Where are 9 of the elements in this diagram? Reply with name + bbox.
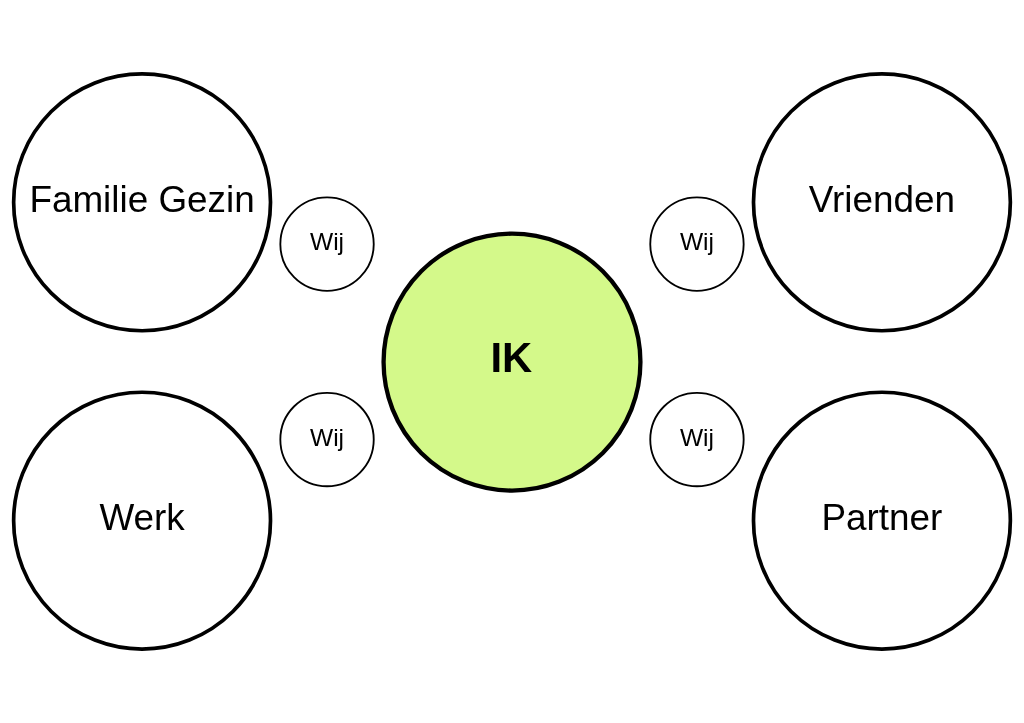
node-circle: Partner	[751, 390, 1013, 651]
node-circle: Wij	[649, 391, 745, 488]
node-circle: Vrienden	[751, 72, 1013, 333]
node-circle: Wij	[649, 196, 745, 292]
node-circle: Familie Gezin	[11, 72, 273, 333]
node-circle: Wij	[279, 391, 375, 488]
node-circle: Wij	[279, 196, 375, 292]
node-circle: IK	[381, 231, 643, 493]
node-circle: Werk	[11, 390, 273, 651]
